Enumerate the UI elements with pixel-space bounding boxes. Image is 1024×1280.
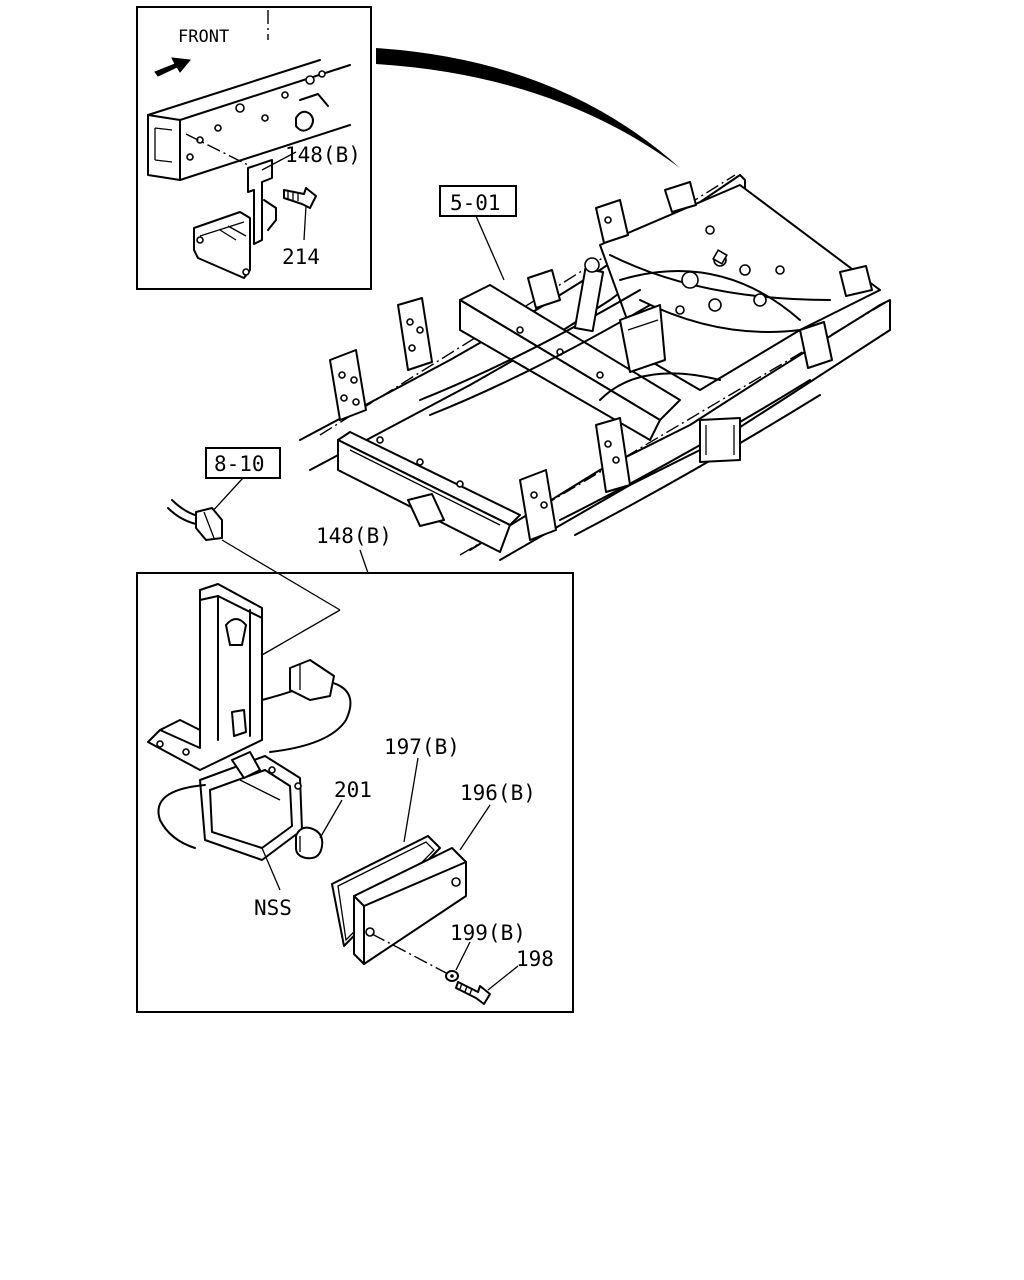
lamp-bracket <box>147 583 263 771</box>
pointer-arc <box>376 48 680 168</box>
lens-part <box>353 847 467 965</box>
inset-top: FRONT <box>136 6 372 290</box>
inset-bottom-border <box>136 572 574 1013</box>
harness-connector <box>167 499 223 541</box>
lamp-housing <box>199 751 303 861</box>
bulb-part <box>295 826 324 860</box>
washer-part <box>445 970 459 982</box>
ref-harness-label: 8-10 <box>214 452 265 476</box>
callout-lens: 196(B) <box>460 781 536 805</box>
front-label: FRONT <box>178 27 229 47</box>
callout-top-bolt: 214 <box>282 245 320 269</box>
bracket-part <box>193 159 277 279</box>
callout-washer: 199(B) <box>450 921 526 945</box>
callout-top-bracket: 148(B) <box>285 143 361 167</box>
callout-nss: NSS <box>254 896 292 920</box>
inset-top-border <box>136 6 372 290</box>
callout-main-bracket: 148(B) <box>316 524 392 548</box>
callout-gasket: 197(B) <box>384 735 460 759</box>
screw-part <box>455 981 491 1005</box>
frame-rail-section <box>147 59 351 181</box>
chassis-frame <box>299 174 891 561</box>
callout-screw: 198 <box>516 947 554 971</box>
front-arrow-icon <box>154 57 191 77</box>
lamp-wire <box>157 659 352 849</box>
callout-bulb: 201 <box>334 778 372 802</box>
ref-frame-label: 5-01 <box>450 191 501 215</box>
ref-harness-box[interactable]: 8-10 <box>205 447 281 479</box>
inset-bottom: 201 197(B) 196(B) NSS 199(B) <box>136 572 574 1013</box>
ref-frame-box[interactable]: 5-01 <box>439 185 517 217</box>
bolt-part <box>283 187 317 209</box>
